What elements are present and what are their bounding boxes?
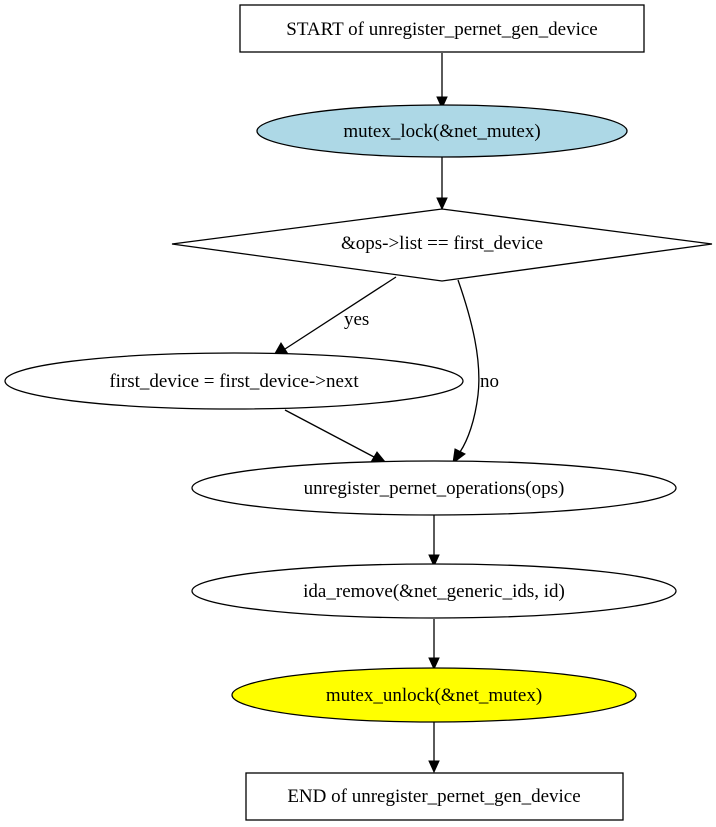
edge-ida-to-unlock — [428, 619, 440, 671]
mutex-unlock-label: mutex_unlock(&net_mutex) — [326, 685, 542, 706]
node-assign-first-device[interactable]: first_device = first_device->next — [4, 352, 464, 410]
edge-assign-to-unreg — [284, 409, 388, 464]
mutex-lock-label: mutex_lock(&net_mutex) — [343, 121, 540, 142]
edge-label-no: no — [480, 371, 499, 392]
node-end[interactable]: END of unregister_pernet_gen_device — [245, 772, 624, 821]
node-ida-remove[interactable]: ida_remove(&net_generic_ids, id) — [191, 563, 677, 619]
node-condition[interactable]: &ops->list == first_device — [171, 208, 713, 282]
end-label: END of unregister_pernet_gen_device — [287, 786, 580, 807]
node-mutex-unlock[interactable]: mutex_unlock(&net_mutex) — [231, 667, 637, 723]
assign-ellipse — [4, 352, 464, 410]
mutex-unlock-ellipse — [231, 667, 637, 723]
condition-diamond — [171, 208, 713, 282]
assign-label: first_device = first_device->next — [109, 371, 359, 392]
end-box — [245, 772, 624, 821]
edges: yes no — [272, 53, 499, 774]
edge-unreg-to-ida — [428, 515, 440, 568]
edge-cond-to-unreg-no: no — [452, 279, 499, 465]
condition-label: &ops->list == first_device — [341, 233, 543, 254]
node-unregister-ops[interactable]: unregister_pernet_operations(ops) — [191, 460, 677, 516]
mutex-lock-ellipse — [256, 104, 628, 158]
edge-unlock-to-end — [428, 722, 440, 774]
edge-cond-to-assign-yes: yes — [272, 276, 397, 358]
edge-lock-to-cond — [436, 157, 448, 211]
edge-label-yes: yes — [344, 309, 369, 330]
edge-start-to-lock — [436, 53, 448, 110]
ida-remove-label: ida_remove(&net_generic_ids, id) — [303, 581, 565, 602]
node-mutex-lock[interactable]: mutex_lock(&net_mutex) — [256, 104, 628, 158]
unregister-label: unregister_pernet_operations(ops) — [304, 478, 565, 499]
node-start[interactable]: START of unregister_pernet_gen_device — [239, 4, 645, 53]
unregister-ellipse — [191, 460, 677, 516]
start-box — [239, 4, 645, 53]
ida-remove-ellipse — [191, 563, 677, 619]
start-label: START of unregister_pernet_gen_device — [286, 19, 597, 40]
